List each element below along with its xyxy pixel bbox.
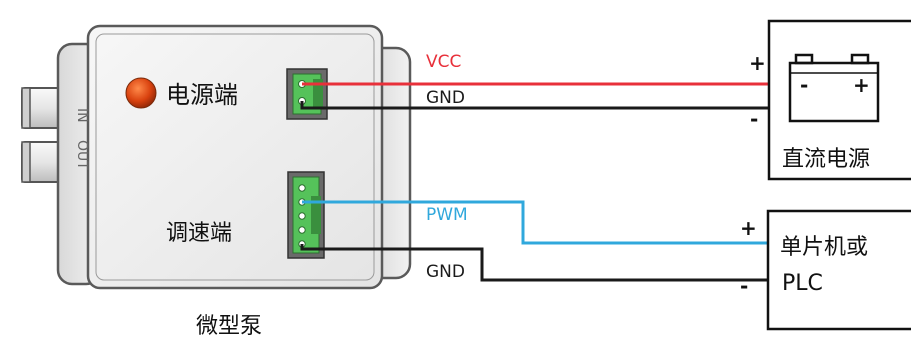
power-port-label: 电源端 <box>166 81 238 109</box>
device-name: 微型泵 <box>196 314 262 339</box>
controller-minus-sign: - <box>740 274 748 298</box>
port-in-label: IN <box>74 108 90 123</box>
battery-minus-sign: - <box>800 73 808 97</box>
gnd-bottom-wire-label: GND <box>426 262 465 282</box>
power-supply-minus-sign: - <box>750 107 758 131</box>
power-supply-box: - + 直流电源 <box>767 19 911 181</box>
power-supply-label: 直流电源 <box>782 147 870 172</box>
power-led-icon <box>125 77 157 109</box>
battery-icon: - + <box>788 53 880 123</box>
power-connector <box>286 68 328 120</box>
gnd-top-wire-label: GND <box>426 88 465 108</box>
speed-connector <box>287 171 325 259</box>
pwm-wire-label: PWM <box>426 205 468 225</box>
vcc-wire-label: VCC <box>426 52 461 72</box>
gnd-bottom-wire <box>300 244 770 282</box>
gnd-top-wire <box>300 101 770 110</box>
pwm-wire <box>302 200 770 245</box>
battery-plus-sign: + <box>853 73 870 97</box>
port-out-label: OUT <box>74 140 90 170</box>
power-supply-plus-sign: + <box>749 51 766 75</box>
speed-port-label: 调速端 <box>166 221 232 246</box>
controller-plus-sign: + <box>740 216 757 240</box>
controller-label-line2: PLC <box>782 271 823 296</box>
controller-label-line1: 单片机或 <box>780 235 868 260</box>
controller-box: 单片机或 PLC <box>766 209 911 331</box>
